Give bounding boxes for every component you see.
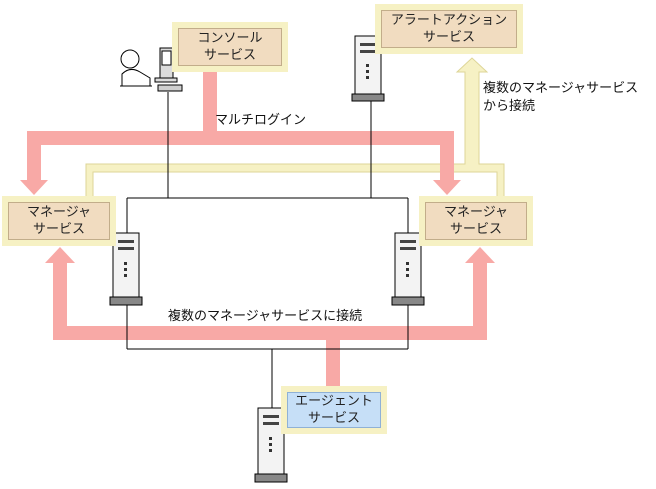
manager-service-left-label-1: マネージャ [26, 205, 92, 220]
alert-action-service-box: アラートアクション サービス [375, 4, 523, 54]
agent-service-label-2: サービス [307, 411, 360, 426]
console-service-label-1: コンソール [197, 31, 263, 46]
alert-action-service-label-1: アラートアクション [390, 13, 508, 28]
server-icon [109, 232, 143, 306]
manager-service-left-label-2: サービス [32, 222, 85, 237]
agent-service-label-1: エージェント [295, 394, 373, 409]
server-icon [391, 232, 425, 306]
alert-connection-label-2: から接続 [483, 99, 536, 114]
agent-connection-label: 複数のマネージャサービスに接続 [168, 309, 363, 324]
console-service-box: コンソール サービス [172, 22, 288, 72]
console-service-label-2: サービス [203, 48, 256, 63]
server-icon [254, 407, 288, 483]
network-lines [126, 92, 409, 408]
multi-login-label: マルチログイン [215, 113, 307, 128]
alert-connection-label-1: 複数のマネージャサービス [483, 81, 639, 96]
multi-login-arrow [20, 70, 461, 195]
manager-service-right-label-1: マネージャ [443, 205, 509, 220]
agent-connection-arrow [45, 247, 495, 393]
agent-service-box: エージェント サービス [281, 386, 387, 434]
alert-action-service-label-2: サービス [422, 30, 475, 45]
manager-service-box-right: マネージャ サービス [419, 196, 533, 246]
manager-service-right-label-2: サービス [449, 222, 502, 237]
alert-connection-arrow [85, 57, 505, 198]
manager-service-box-left: マネージャ サービス [2, 196, 116, 246]
user-at-pc-icon [120, 47, 183, 92]
